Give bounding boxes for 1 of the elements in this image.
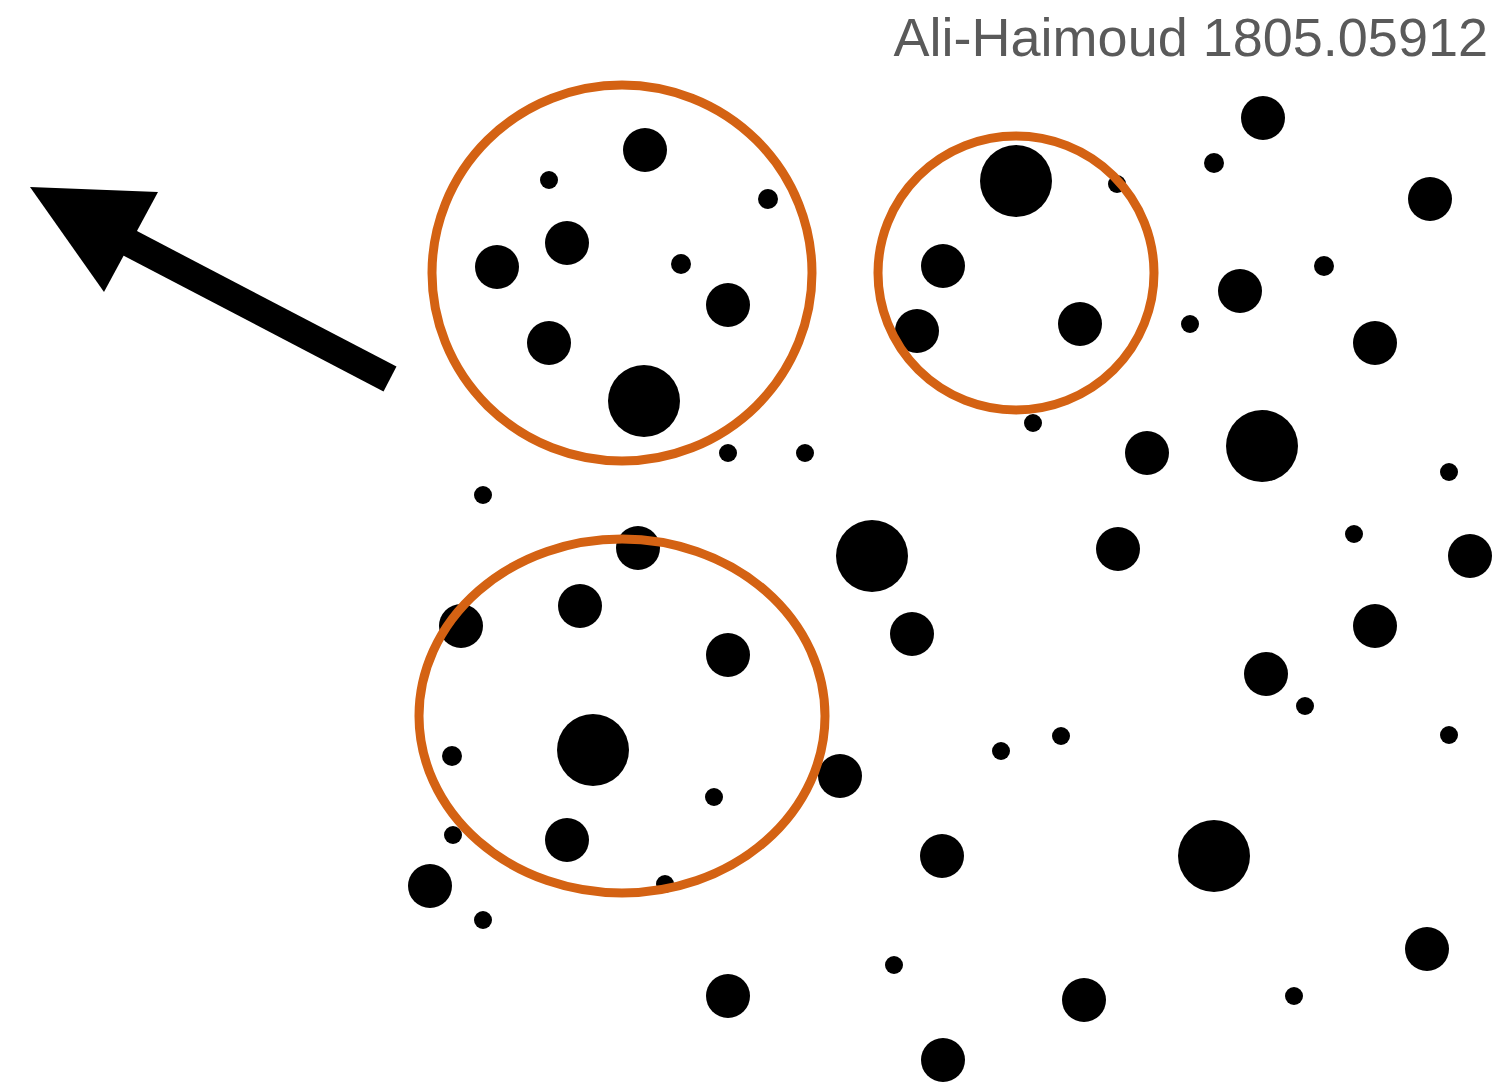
citation-text: Ali-Haimoud 1805.05912 — [893, 8, 1488, 68]
